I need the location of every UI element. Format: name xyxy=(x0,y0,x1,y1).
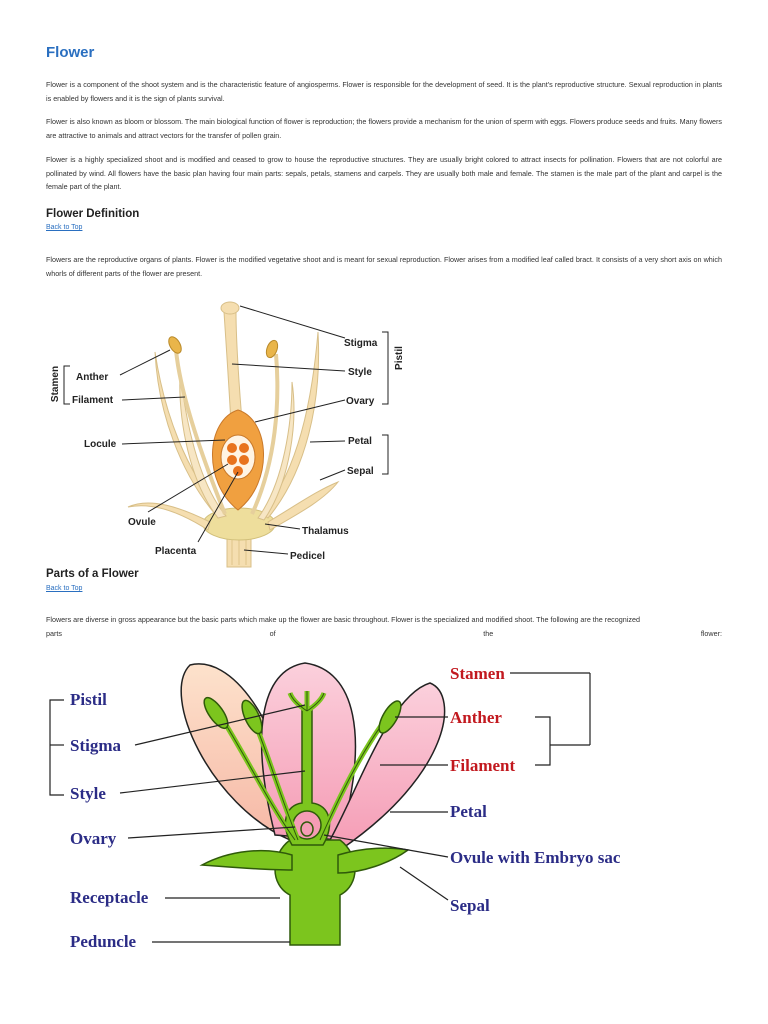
diagram2-leader-lines xyxy=(49,672,591,943)
label-ovary: Ovary xyxy=(346,396,375,407)
definition-heading: Flower Definition xyxy=(46,208,140,220)
intro-paragraph-3: Flower is a highly specialized shoot and… xyxy=(46,155,722,191)
page-title: Flower xyxy=(46,44,95,61)
back-to-top-link[interactable]: Back to Top xyxy=(46,224,83,231)
label-pedicel: Pedicel xyxy=(290,551,325,562)
label-ovule: Ovule xyxy=(128,517,156,528)
diagram1-leader-lines xyxy=(63,305,389,555)
intro-paragraph-1: Flower is a component of the shoot syste… xyxy=(46,80,722,103)
label2-petal: Petal xyxy=(450,802,487,821)
parts-paragraph: Flowers are diverse in gross appearance … xyxy=(46,613,722,640)
label-placenta: Placenta xyxy=(155,546,197,557)
parts-word: the xyxy=(483,628,494,638)
label2-stamen: Stamen xyxy=(450,664,505,683)
flower-parts-drawing xyxy=(180,662,446,946)
label-locule: Locule xyxy=(84,439,117,450)
label-stigma: Stigma xyxy=(344,338,378,349)
label-thalamus: Thalamus xyxy=(302,526,349,537)
label-anther: Anther xyxy=(76,372,108,383)
parts-paragraph-line: Flowers are diverse in gross appearance … xyxy=(46,615,640,624)
intro-paragraph-2: Flower is also known as bloom or blossom… xyxy=(46,117,722,140)
parts-heading: Parts of a Flower xyxy=(46,568,139,580)
flower-section-drawing xyxy=(127,301,340,568)
label2-anther: Anther xyxy=(450,708,502,727)
definition-paragraph: Flowers are the reproductive organs of p… xyxy=(46,255,722,278)
flower-section-diagram: Stigma Style Ovary Petal Sepal Thalamus … xyxy=(50,301,405,568)
label-style: Style xyxy=(348,367,372,378)
label-petal: Petal xyxy=(348,436,372,447)
parts-word: parts xyxy=(46,628,62,638)
parts-paragraph-last-line: parts of the flower: xyxy=(46,627,722,641)
parts-word: flower: xyxy=(700,628,722,638)
label-sepal: Sepal xyxy=(347,466,374,477)
label2-filament: Filament xyxy=(450,756,515,775)
label-pistil: Pistil xyxy=(394,346,405,370)
label-stamen: Stamen xyxy=(50,366,61,402)
back-to-top-link-2[interactable]: Back to Top xyxy=(46,585,83,592)
parts-word: of xyxy=(269,628,276,638)
label2-peduncle: Peduncle xyxy=(70,932,137,951)
label2-ovule: Ovule with Embryo sac xyxy=(450,848,621,867)
label2-pistil: Pistil xyxy=(70,690,107,709)
label-filament: Filament xyxy=(72,395,114,406)
flower-parts-diagram: Pistil Stigma Style Ovary Receptacle Ped… xyxy=(49,662,621,951)
label2-style: Style xyxy=(70,784,106,803)
label2-stigma: Stigma xyxy=(70,736,122,755)
label2-ovary: Ovary xyxy=(70,829,117,848)
label2-sepal: Sepal xyxy=(450,896,490,915)
label2-receptacle: Receptacle xyxy=(70,888,149,907)
